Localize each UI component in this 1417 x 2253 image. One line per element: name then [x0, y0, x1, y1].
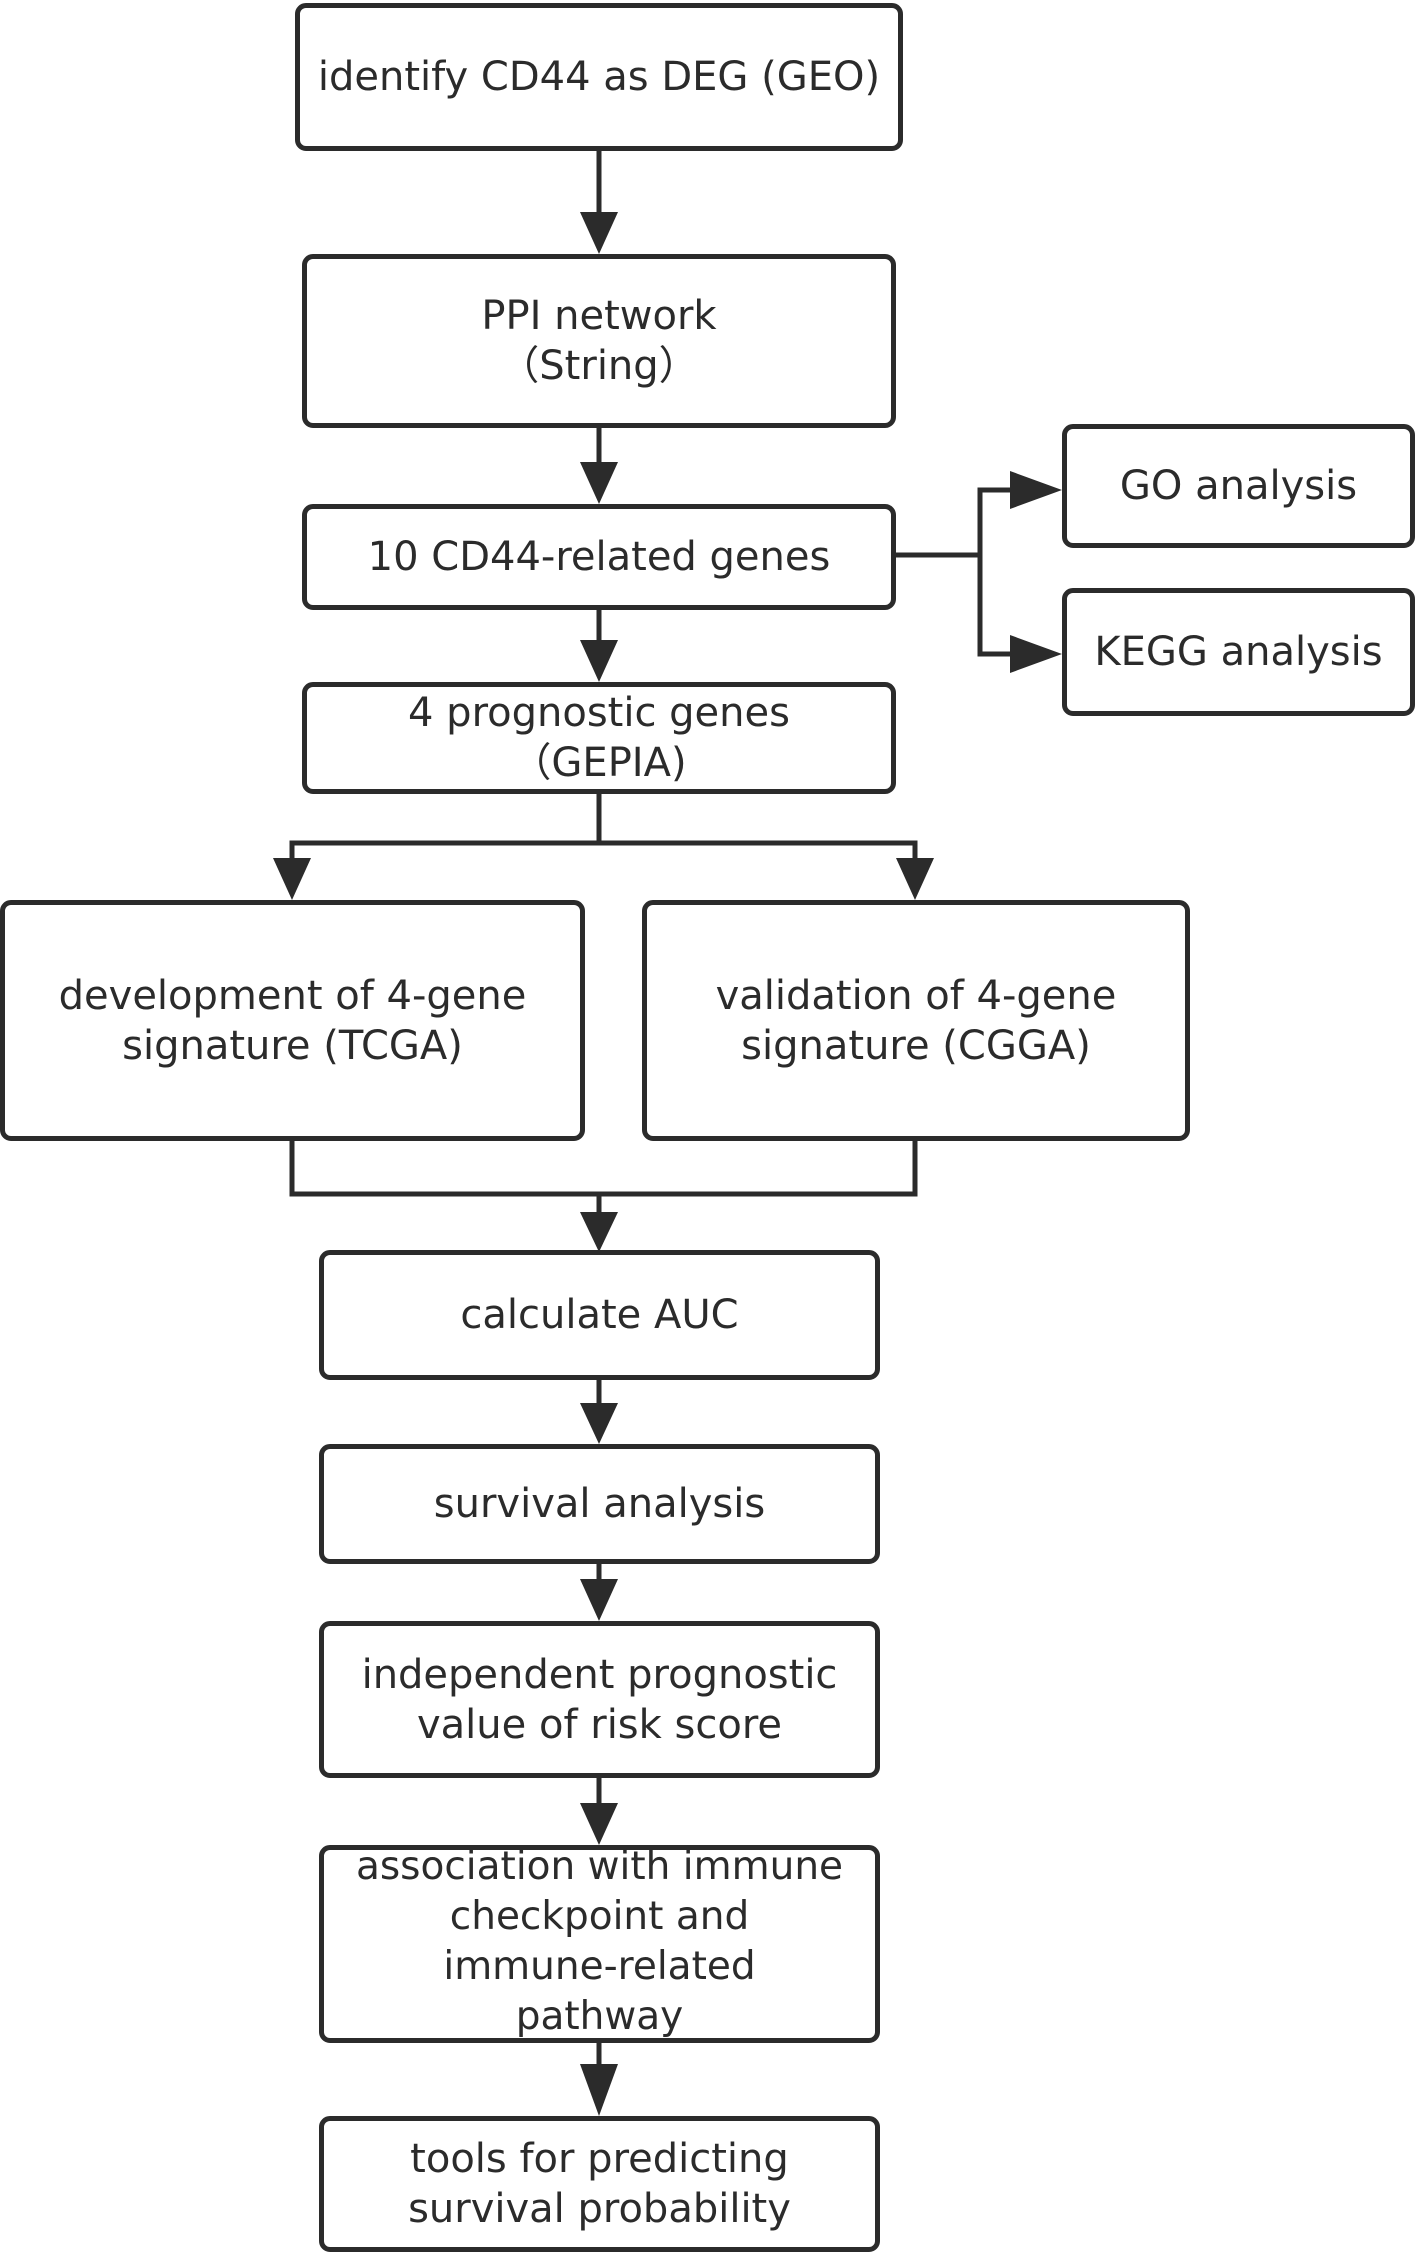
node-survival-line-1: survival analysis — [433, 1481, 766, 1527]
node-validation-line-1: validation of 4-gene — [715, 972, 1117, 1019]
node-auc-line-1: calculate AUC — [460, 1292, 739, 1338]
arrowhead-prognostic — [580, 640, 618, 682]
node-validation-line-2: signature (CGGA) — [741, 1022, 1091, 1069]
node-immune-line-4: pathway — [515, 1993, 684, 2039]
connector-prognostic-split — [289, 791, 918, 860]
node-kegg: KEGG analysis — [1062, 588, 1415, 716]
node-tools-line-1: tools for predicting — [410, 2136, 789, 2182]
node-related-line-1: 10 CD44-related genes — [367, 534, 831, 580]
node-ppi-line-1: PPI network — [481, 293, 717, 339]
node-ppi-line-2: （String） — [499, 343, 699, 389]
node-independent-line-1: independent prognostic — [361, 1651, 838, 1698]
node-ppi: PPI network （String） — [302, 254, 896, 428]
arrowhead-development — [273, 858, 311, 900]
node-tools: tools for predicting survival probabilit… — [319, 2116, 880, 2252]
arrowhead-auc — [580, 1212, 618, 1252]
node-kegg-line-1: KEGG analysis — [1094, 629, 1383, 675]
arrowhead-go — [1010, 471, 1062, 509]
node-auc: calculate AUC — [319, 1250, 880, 1380]
node-immune: association with immune checkpoint and i… — [319, 1844, 880, 2043]
node-tools-line-2: survival probability — [408, 2186, 791, 2232]
arrowhead-validation — [896, 858, 934, 900]
arrowhead-related — [580, 462, 618, 504]
node-development-line-1: development of 4-gene — [58, 972, 527, 1019]
arrowhead-tools — [580, 2064, 618, 2116]
connector-related-branch — [893, 487, 1010, 657]
node-identify: identify CD44 as DEG (GEO) — [295, 3, 903, 151]
node-identify-line-1: identify CD44 as DEG (GEO) — [317, 54, 881, 100]
node-survival: survival analysis — [319, 1444, 880, 1564]
arrowhead-survival — [580, 1403, 618, 1444]
node-immune-line-1: association with immune — [355, 1844, 844, 1889]
node-go: GO analysis — [1062, 424, 1415, 548]
node-prognostic: 4 prognostic genes （GEPIA) — [302, 682, 896, 794]
node-independent-line-2: value of risk score — [417, 1701, 782, 1748]
connector-merge-auc — [289, 1138, 918, 1214]
arrowhead-ppi — [580, 212, 618, 254]
node-prognostic-line-1: 4 prognostic genes （GEPIA) — [408, 690, 790, 786]
node-independent: independent prognostic value of risk sco… — [319, 1621, 880, 1778]
node-immune-line-3: immune-related — [443, 1943, 756, 1989]
node-development-line-2: signature (TCGA) — [122, 1022, 463, 1069]
node-immune-line-2: checkpoint and — [449, 1893, 750, 1939]
node-go-line-1: GO analysis — [1119, 463, 1358, 509]
arrowhead-immune — [580, 1803, 618, 1845]
node-validation: validation of 4-gene signature (CGGA) — [642, 900, 1190, 1141]
node-development: development of 4-gene signature (TCGA) — [0, 900, 585, 1141]
node-related: 10 CD44-related genes — [302, 504, 896, 610]
arrowhead-kegg — [1010, 635, 1062, 673]
arrowhead-independent — [580, 1579, 618, 1621]
